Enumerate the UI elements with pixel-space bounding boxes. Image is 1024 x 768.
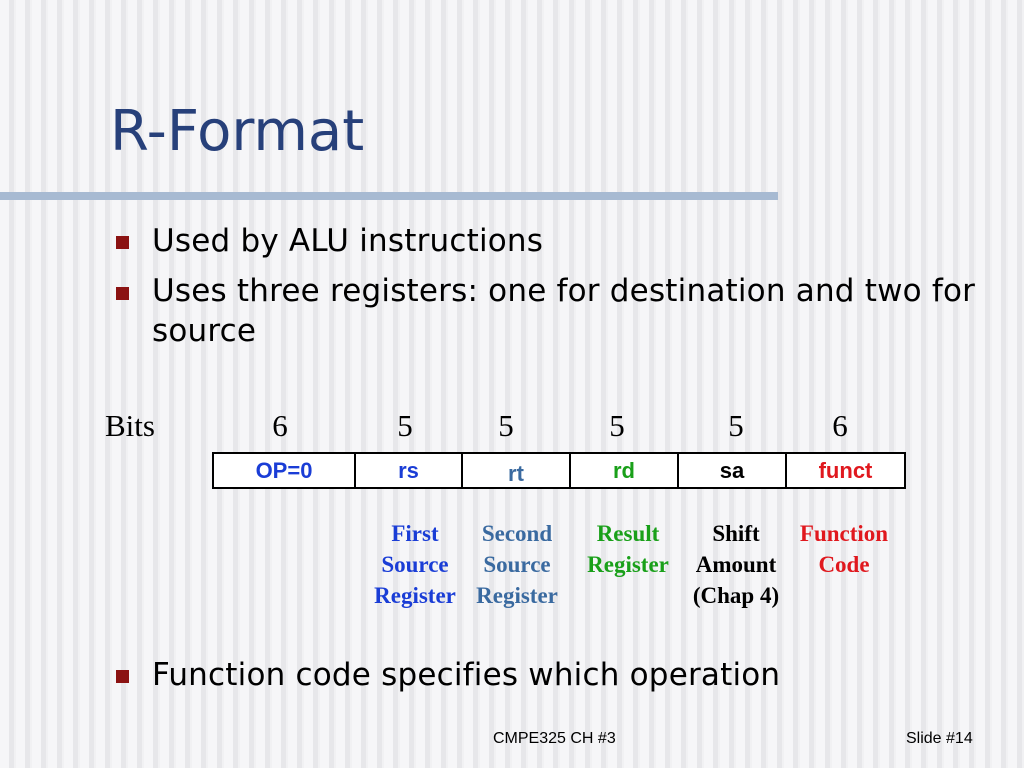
slide-title: R-Format — [110, 99, 365, 164]
title-underline — [0, 192, 778, 200]
bits-count-funct: 6 — [832, 408, 848, 443]
field-rt: rt — [463, 452, 571, 489]
bits-label: Bits — [105, 408, 155, 443]
footer-course: CMPE325 CH #3 — [493, 730, 616, 747]
bits-count-rs: 5 — [397, 408, 413, 443]
footer-slide-number: Slide #14 — [906, 730, 973, 747]
bits-count-rt: 5 — [498, 408, 514, 443]
bits-count-op: 6 — [272, 408, 288, 443]
bullet-text-2: Uses three registers: one for destinatio… — [152, 273, 976, 349]
bits-count-sa: 5 — [728, 408, 744, 443]
bullet-marker-1 — [116, 236, 129, 249]
desc-rd: Result Register — [587, 521, 669, 577]
bits-count-rd: 5 — [609, 408, 625, 443]
desc-sa: Shift Amount (Chap 4) — [692, 521, 780, 608]
desc-funct: Function Code — [799, 521, 889, 577]
bullet-marker-2 — [116, 287, 129, 300]
desc-rt: Second Source Register — [476, 521, 558, 608]
desc-rs: First Source Register — [374, 521, 456, 608]
field-rd: rd — [571, 452, 679, 489]
bullet-text-1: Used by ALU instructions — [152, 223, 544, 259]
field-rs: rs — [356, 452, 463, 489]
field-sa: sa — [679, 452, 787, 489]
bullet-marker-3 — [116, 670, 129, 683]
field-op: OP=0 — [212, 452, 356, 489]
field-funct: funct — [787, 452, 906, 489]
bullet-text-3: Function code specifies which operation — [152, 657, 781, 693]
